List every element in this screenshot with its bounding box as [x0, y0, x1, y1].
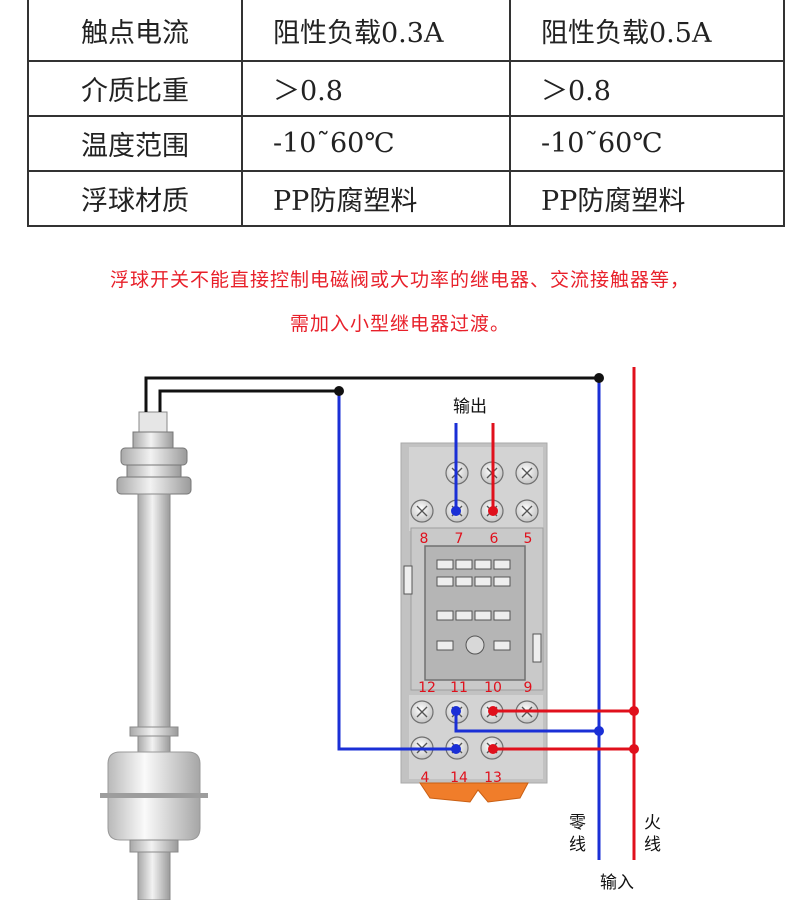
table-cell: 阻性负载0.3A	[241, 0, 511, 62]
table-cell: ＞0.8	[509, 60, 785, 117]
table-cell: ＞0.8	[241, 60, 511, 117]
terminal-number-5: 5	[524, 531, 533, 547]
terminal-number-11: 11	[450, 680, 468, 696]
float-switch	[100, 411, 208, 900]
live-label-bottom: 线	[644, 835, 661, 855]
terminal-number-13: 13	[484, 770, 502, 786]
table-cell: PP防腐塑料	[509, 170, 785, 227]
live-label-top: 火	[644, 813, 661, 833]
terminal-number-9: 9	[524, 680, 533, 696]
terminal-number-14: 14	[450, 770, 468, 786]
terminal-number-4: 4	[421, 770, 430, 786]
table-cell: -10˜60℃	[509, 115, 785, 172]
table-cell: 触点电流	[27, 0, 243, 62]
wire-junctions	[334, 373, 639, 754]
wires	[144, 367, 636, 860]
spec-table: 触点电流 阻性负载0.3A 阻性负载0.5A 介质比重 ＞0.8 ＞0.8 温度…	[27, 0, 785, 227]
terminal-number-10: 10	[484, 680, 502, 696]
input-label: 输入	[600, 873, 634, 893]
warning-note-line-1: 浮球开关不能直接控制电磁阀或大功率的继电器、交流接触器等，	[109, 269, 690, 291]
output-label: 输出	[453, 397, 487, 417]
neutral-label-top: 零	[569, 813, 586, 833]
table-cell: -10˜60℃	[241, 115, 511, 172]
warning-note-line-2: 需加入小型继电器过渡。	[289, 313, 510, 335]
table-row: 浮球材质 PP防腐塑料 PP防腐塑料	[27, 170, 785, 227]
terminal-number-8: 8	[420, 531, 429, 547]
neutral-label-bottom: 线	[569, 835, 586, 855]
table-cell: 温度范围	[27, 115, 243, 172]
table-row: 温度范围 -10˜60℃ -10˜60℃	[27, 115, 785, 172]
table-cell: PP防腐塑料	[241, 170, 511, 227]
table-row: 介质比重 ＞0.8 ＞0.8	[27, 60, 785, 117]
table-row: 触点电流 阻性负载0.3A 阻性负载0.5A	[27, 0, 785, 62]
terminal-numbers: 8 7 6 5 12 11 10 9 4 14 13	[418, 531, 532, 786]
table-cell: 浮球材质	[27, 170, 243, 227]
terminal-number-6: 6	[490, 531, 499, 547]
diagram-labels: 输出 零 线 火 线 输入	[453, 397, 661, 893]
table-cell: 介质比重	[27, 60, 243, 117]
terminal-number-7: 7	[455, 531, 464, 547]
table-cell: 阻性负载0.5A	[509, 0, 785, 62]
relay-socket	[400, 442, 548, 803]
terminal-number-12: 12	[418, 680, 436, 696]
